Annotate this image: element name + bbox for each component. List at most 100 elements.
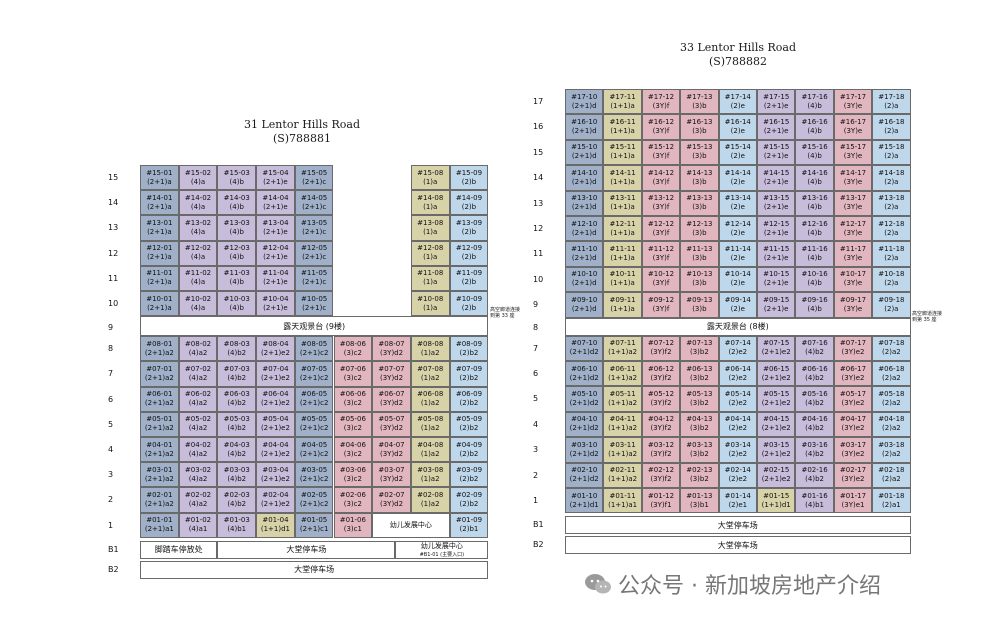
cell-text: (3Y)f xyxy=(652,152,670,161)
unit-cell: #15-18(2)a xyxy=(872,139,911,166)
cell-text: (4)b2 xyxy=(227,399,247,408)
cell-text: #15-08 xyxy=(417,168,444,177)
unit-cell: #15-08(1)a xyxy=(410,165,450,191)
childcare-b1: 幼儿发展中心#B1-01 (主要入口) xyxy=(395,540,489,559)
unit-cell: #12-10(2+1)d xyxy=(565,216,604,242)
cell-text: #12-14 xyxy=(724,219,751,228)
cell-text: #02-11 xyxy=(609,466,636,475)
cell-text: #10-08 xyxy=(417,294,444,303)
cell-text: #11-12 xyxy=(647,245,675,254)
unit-cell: #11-08(1)a xyxy=(410,265,450,291)
cell-text: (2+1)e xyxy=(763,304,789,313)
cell-text: (2+1)d xyxy=(571,203,597,212)
cell-text: #02-01 xyxy=(146,490,173,499)
cell-text: #15-15 xyxy=(763,143,790,152)
cell-text: (2+1)d2 xyxy=(569,399,599,408)
cell-text: (2)b2 xyxy=(459,348,479,357)
cell-text: (3)c2 xyxy=(343,424,362,433)
cell-text: (2)e xyxy=(730,254,745,263)
cell-text: #07-15 xyxy=(763,339,790,348)
cell-text: #10-04 xyxy=(262,294,289,303)
unit-cell: #02-12(3Y)f2 xyxy=(641,462,681,488)
cell-text: (2+1)c xyxy=(302,227,327,236)
floor-label: 3 xyxy=(533,445,539,455)
cell-text: #01-02 xyxy=(184,516,212,525)
cell-text: (2+1)a xyxy=(147,278,172,287)
cell-text: (3Y)f xyxy=(652,101,670,110)
cell-text: (1)a2 xyxy=(420,399,440,408)
cell-text: #06-07 xyxy=(378,390,405,399)
unit-cell: #16-14(2)e xyxy=(718,114,757,140)
unit-cell: #16-18(2)a xyxy=(872,114,911,140)
cell-text: (4)b xyxy=(807,254,822,263)
unit-cell: #04-11(1+1)a2 xyxy=(603,411,642,438)
unit-cell: #10-17(3Y)e xyxy=(833,266,873,293)
cell-text: (2+1)e2 xyxy=(761,475,791,484)
unit-cell: #01-11(1+1)a1 xyxy=(603,488,642,514)
cell-text: #16-14 xyxy=(724,118,751,127)
floor-label: 11 xyxy=(533,249,544,259)
cell-text: #15-11 xyxy=(609,143,636,152)
cell-text: #04-14 xyxy=(724,415,751,424)
cell-text: #07-11 xyxy=(609,339,636,348)
unit-cell: #11-13(3)b xyxy=(680,241,719,267)
cell-text: (2+1)a2 xyxy=(144,424,174,433)
cell-text: (2+1)a1 xyxy=(144,525,174,534)
cell-text: (4)b2 xyxy=(805,399,824,408)
lobby-parking-b2: 大堂停车场 xyxy=(565,536,911,555)
cell-text: (2)a xyxy=(884,152,899,161)
cell-text: #04-10 xyxy=(571,415,598,424)
unit-cell: #07-16(4)b2 xyxy=(795,335,834,361)
unit-cell: #05-01(2+1)a2 xyxy=(140,411,179,437)
unit-cell: #09-12(3Y)f xyxy=(641,292,681,318)
unit-cell: #15-04(2+1)e xyxy=(256,165,295,191)
unit-cell: #02-08(1)a2 xyxy=(410,487,450,513)
unit-cell: #07-09(2)b2 xyxy=(449,361,489,387)
cell-text: #02-17 xyxy=(839,466,867,475)
cell-text: #14-05 xyxy=(301,193,328,202)
cell-text: #02-12 xyxy=(647,466,675,475)
cell-text: (3Y)d2 xyxy=(379,474,404,483)
cell-text: (1)a xyxy=(423,278,438,287)
cell-text: #02-03 xyxy=(223,490,250,499)
unit-cell: #12-14(2)e xyxy=(718,216,757,242)
cell-text: (3)b xyxy=(692,279,707,288)
cell-text: #16-13 xyxy=(686,118,713,127)
unit-cell: #15-12(3Y)f xyxy=(641,139,681,166)
cell-text: #13-09 xyxy=(455,218,483,227)
cell-text: #15-13 xyxy=(686,143,713,152)
cell-text: #06-18 xyxy=(878,364,905,373)
cell-text: (4)a xyxy=(190,278,206,287)
unit-cell: #12-03(4)b xyxy=(217,240,257,266)
cell-text: (2+1)c xyxy=(302,177,327,186)
unit-cell: #11-14(2)e xyxy=(718,241,757,267)
cell-text: #12-08 xyxy=(417,244,444,253)
cell-text: (4)b xyxy=(807,177,822,186)
cell-text: #03-01 xyxy=(146,465,173,474)
floor-label: B1 xyxy=(533,520,544,530)
unit-cell: #07-12(3Y)f2 xyxy=(641,335,681,361)
cell-text: (2+1)e xyxy=(263,227,288,236)
unit-cell: #17-11(1+1)a xyxy=(603,89,642,115)
cell-text: #06-06 xyxy=(339,390,366,399)
cell-text: (1)a xyxy=(423,177,438,186)
cell-text: (2+1)a xyxy=(147,202,172,211)
cell-text: (3)c2 xyxy=(343,474,362,483)
cell-text: (3)b2 xyxy=(689,424,709,433)
cell-text: #15-05 xyxy=(301,168,328,177)
unit-cell: #04-17(3Y)e2 xyxy=(833,411,873,438)
cell-text: #17-12 xyxy=(647,92,675,101)
cell-text: (3Y)f2 xyxy=(650,475,672,484)
unit-cell: #10-01(2+1)a xyxy=(140,291,179,317)
cell-text: #02-18 xyxy=(878,466,905,475)
cell-text: (4)b xyxy=(807,304,822,313)
cell-text: #12-01 xyxy=(146,244,173,253)
unit-cell: #10-02(4)a xyxy=(178,291,218,317)
unit-cell: #01-09(2)b1 xyxy=(449,512,489,538)
cell-text: (1+1)a xyxy=(610,228,635,237)
unit-cell: #03-05(2+1)c2 xyxy=(294,462,334,488)
cell-text: #05-12 xyxy=(647,390,675,399)
cell-text: #08-03 xyxy=(223,339,250,348)
unit-cell: #03-15(2+1)e2 xyxy=(757,437,796,463)
unit-cell: #07-01(2+1)a2 xyxy=(140,361,179,387)
